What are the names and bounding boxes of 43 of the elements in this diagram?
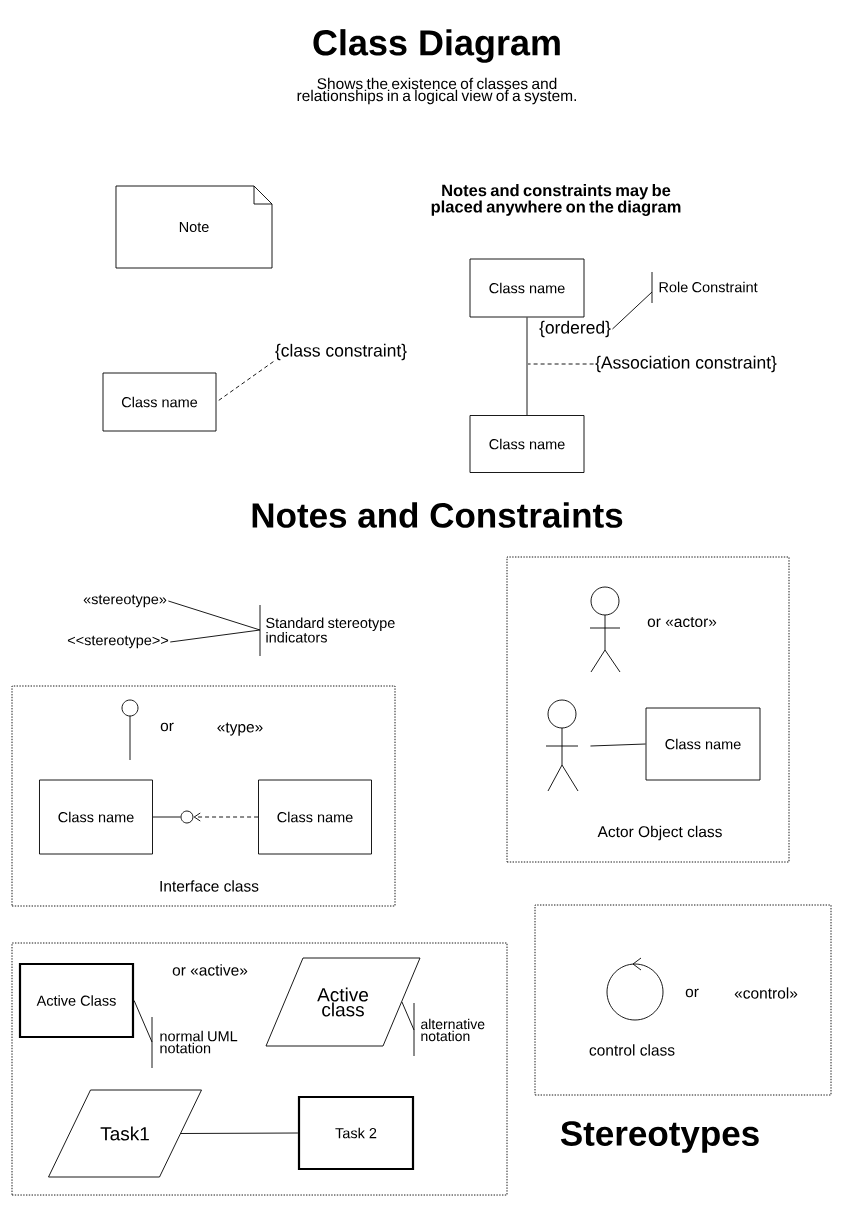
association-line bbox=[180, 1132, 299, 1134]
annotation-text: Role Constraint bbox=[659, 281, 758, 293]
section-heading: Stereotypes bbox=[560, 1121, 759, 1153]
constraint-text: {ordered} bbox=[539, 320, 611, 338]
stereotype-label: «type» bbox=[217, 722, 263, 736]
leader-line bbox=[527, 363, 595, 365]
section-heading: Notes and Constraints bbox=[252, 502, 623, 528]
leader-line bbox=[216, 361, 274, 403]
leader-line bbox=[401, 1001, 415, 1031]
constraint-text: {Association constraint} bbox=[595, 355, 777, 373]
class-box: Class name bbox=[39, 779, 153, 855]
class-box: Class name bbox=[469, 415, 585, 473]
note-text: Notes and constraints may be placed anywhere on the diagram bbox=[431, 184, 681, 216]
stick-figure bbox=[545, 699, 579, 792]
active-class-box: Task 2 bbox=[297, 1095, 415, 1171]
class-box: Class name bbox=[645, 707, 761, 781]
dotted-frame bbox=[11, 942, 508, 1196]
parallelogram: Active class bbox=[265, 957, 421, 1047]
title: Class Diagram bbox=[313, 29, 560, 63]
stereotype-label: or «actor» bbox=[647, 616, 717, 628]
stereotype-label: or «active» bbox=[172, 964, 248, 976]
association-line bbox=[152, 816, 181, 818]
active-class-box: Active Class bbox=[18, 962, 135, 1039]
caption: Shows the existence of classes and relationships in a logical view of a system. bbox=[297, 77, 576, 105]
leader-line bbox=[169, 629, 261, 643]
class-box: Class name bbox=[102, 372, 217, 432]
association-line bbox=[590, 743, 646, 747]
annotation-text: normal UML notation bbox=[160, 1030, 238, 1054]
stereotype-label: or bbox=[685, 988, 699, 998]
stereotype-label: «control» bbox=[734, 987, 798, 999]
class-box: Class name bbox=[258, 779, 372, 855]
constraint-text: «stereotype» bbox=[83, 594, 167, 608]
leader-line bbox=[167, 600, 261, 631]
dependency-arrow bbox=[193, 812, 259, 822]
annotation-text: alternative notation bbox=[421, 1018, 485, 1042]
class-box: Class name bbox=[469, 258, 585, 318]
stereotype-label: or bbox=[160, 722, 174, 732]
association-line bbox=[526, 317, 528, 416]
leader-line bbox=[612, 291, 653, 330]
parallelogram: Task1 bbox=[48, 1089, 202, 1178]
annotation-text: Standard stereotype indicators bbox=[266, 617, 395, 643]
constraint-text: {class constraint} bbox=[275, 343, 407, 361]
constraint-text: <<stereotype>> bbox=[67, 635, 169, 649]
